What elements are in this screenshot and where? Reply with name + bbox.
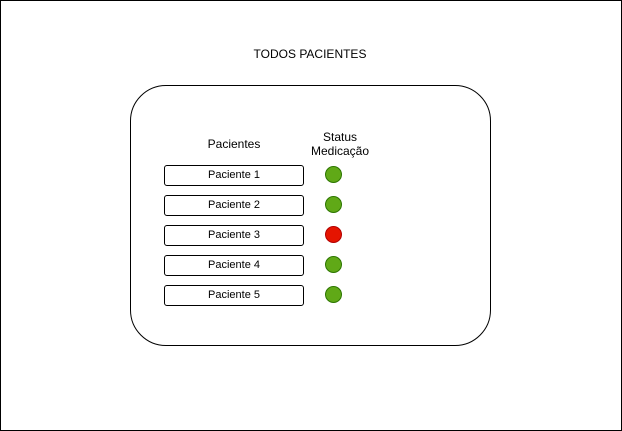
status-header-line-2: Medicação bbox=[310, 144, 370, 158]
page-title: TODOS PACIENTES bbox=[253, 47, 367, 61]
patient-row: Paciente 3 bbox=[164, 225, 364, 246]
patient-button[interactable]: Paciente 2 bbox=[164, 195, 304, 216]
medication-status-indicator bbox=[325, 196, 342, 213]
status-header-line-1: Status bbox=[322, 130, 358, 144]
patient-button[interactable]: Paciente 3 bbox=[164, 225, 304, 246]
patient-row: Paciente 1 bbox=[164, 165, 364, 186]
medication-status-indicator bbox=[325, 166, 342, 183]
patient-row: Paciente 2 bbox=[164, 195, 364, 216]
medication-status-indicator bbox=[325, 226, 342, 243]
status-column-header: Status Medicação bbox=[290, 130, 390, 158]
patient-row: Paciente 5 bbox=[164, 285, 364, 306]
medication-status-indicator bbox=[325, 286, 342, 303]
patient-row: Paciente 4 bbox=[164, 255, 364, 276]
patients-column-header: Pacientes bbox=[207, 137, 261, 151]
patient-button[interactable]: Paciente 4 bbox=[164, 255, 304, 276]
medication-status-indicator bbox=[325, 256, 342, 273]
patient-button[interactable]: Paciente 1 bbox=[164, 165, 304, 186]
patient-button[interactable]: Paciente 5 bbox=[164, 285, 304, 306]
